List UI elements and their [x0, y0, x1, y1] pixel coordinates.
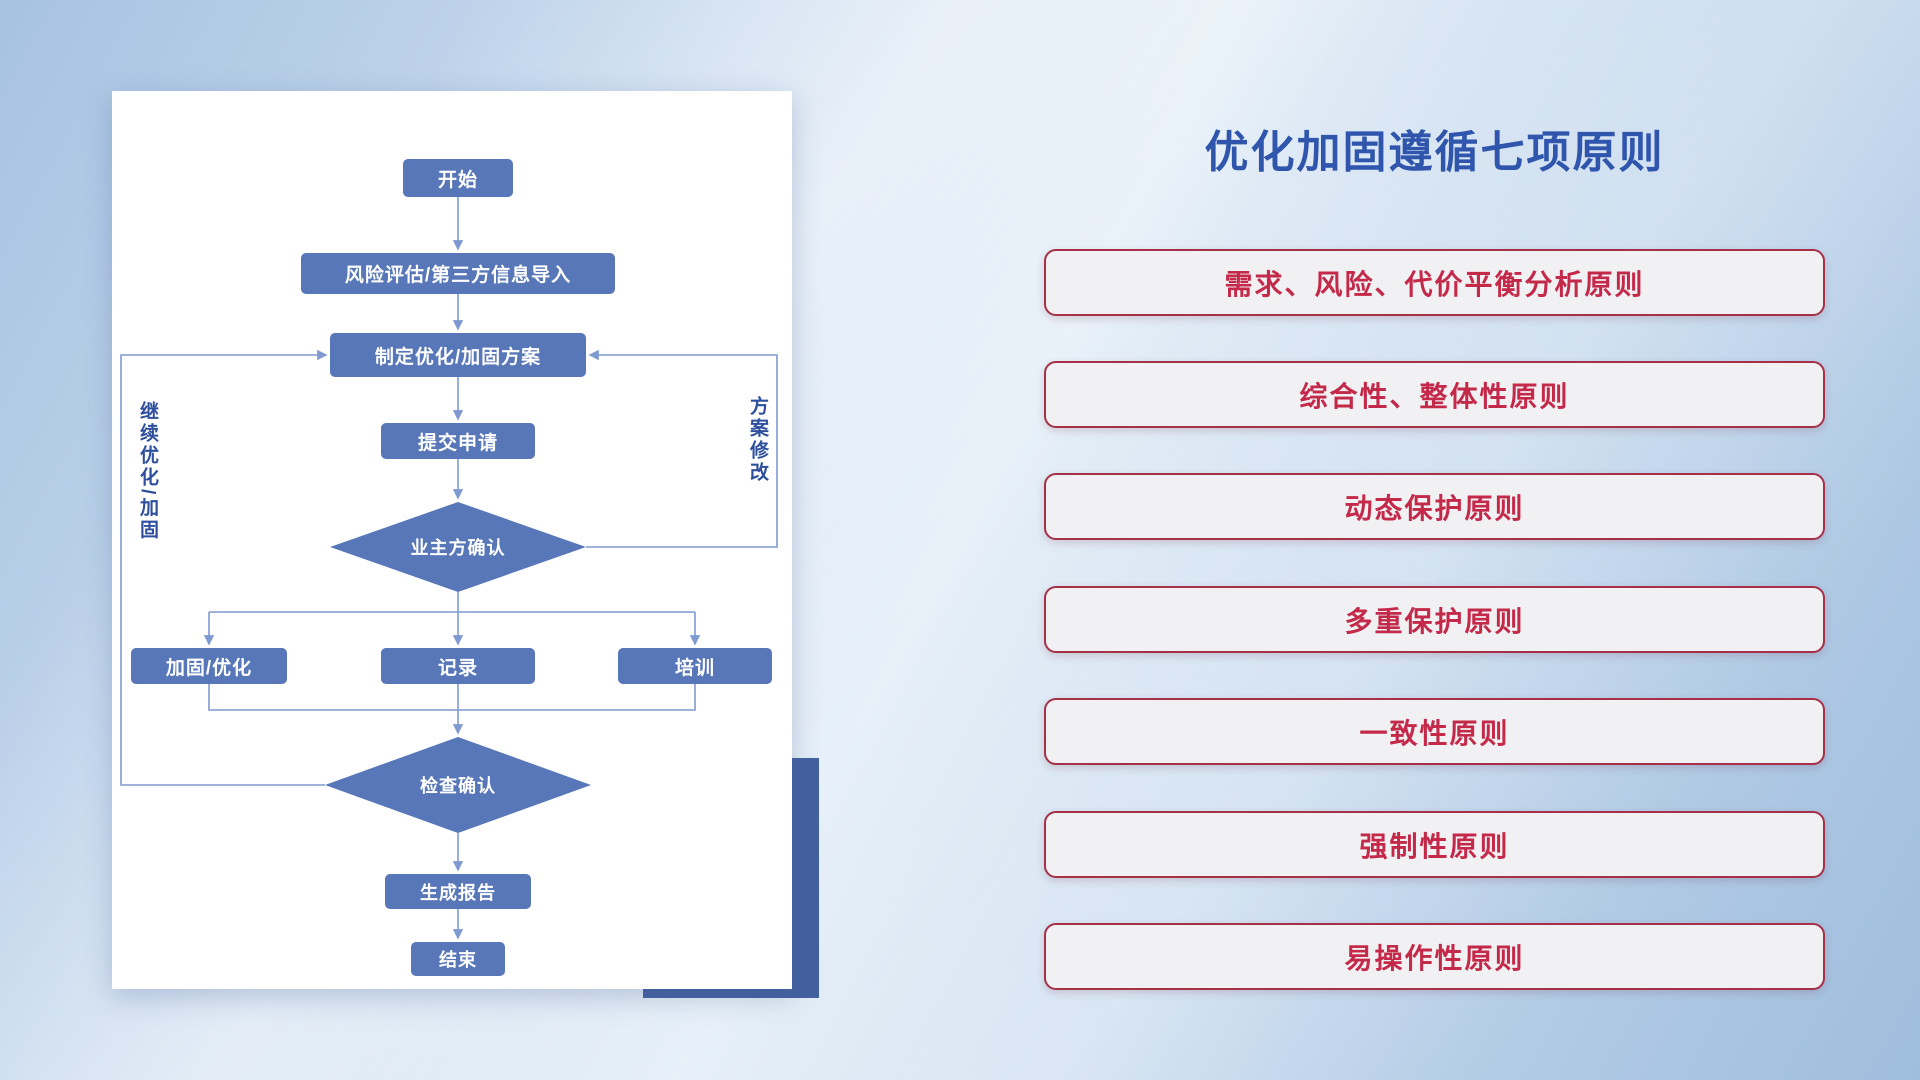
flow-node-make-plan: 制定优化/加固方案 — [330, 333, 586, 377]
flow-node-submit: 提交申请 — [381, 423, 535, 459]
principle-item-5: 一致性原则 — [1044, 698, 1825, 765]
flow-node-reinforce-optimize: 加固/优化 — [131, 648, 287, 684]
principle-item-1: 需求、风险、代价平衡分析原则 — [1044, 249, 1825, 316]
flow-node-end: 结束 — [411, 942, 505, 976]
flow-node-training: 培训 — [618, 648, 772, 684]
principle-item-6: 强制性原则 — [1044, 811, 1825, 878]
flowchart-card: 开始 风险评估/第三方信息导入 制定优化/加固方案 提交申请 业主方确认 加固/… — [112, 91, 792, 989]
loop-label-continue-optimize: 继续优化/加固 — [137, 401, 158, 542]
principle-item-4: 多重保护原则 — [1044, 586, 1825, 653]
flow-node-risk-import: 风险评估/第三方信息导入 — [301, 253, 615, 294]
panel-title: 优化加固遵循七项原则 — [1204, 128, 1665, 177]
flow-node-record: 记录 — [381, 648, 535, 684]
flow-node-generate-report: 生成报告 — [385, 874, 531, 909]
principle-item-2: 综合性、整体性原则 — [1044, 361, 1825, 428]
principle-item-3: 动态保护原则 — [1044, 473, 1825, 540]
flow-connectors — [120, 197, 778, 940]
principle-item-7: 易操作性原则 — [1044, 923, 1825, 990]
flow-node-start: 开始 — [403, 159, 513, 197]
loop-label-plan-revision: 方案修改 — [747, 396, 768, 484]
